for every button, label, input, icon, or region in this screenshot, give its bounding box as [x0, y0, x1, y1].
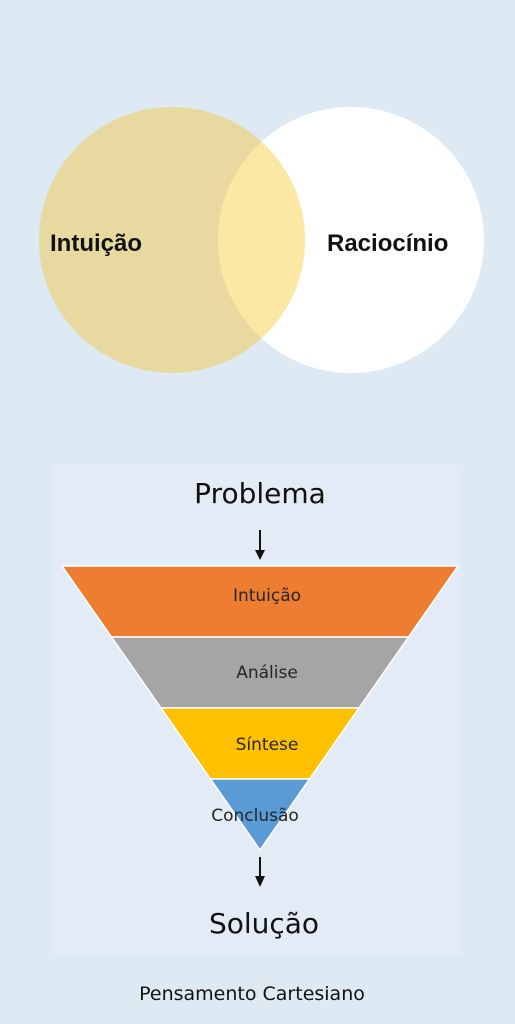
problem-label: Problema — [194, 477, 326, 510]
funnel-stage-conclusao — [209, 778, 311, 852]
funnel-stage-label-sintese: Síntese — [236, 735, 299, 755]
arrow-down-top-icon — [255, 530, 265, 560]
arrow-down-bottom-icon — [255, 857, 265, 887]
venn-diagram: Intuição Raciocínio — [39, 107, 484, 373]
funnel-stage-label-conclusao: Conclusão — [211, 806, 299, 826]
caption-pensamento-cartesiano: Pensamento Cartesiano — [139, 983, 365, 1005]
venn-overlap-region — [218, 107, 305, 373]
solution-label: Solução — [209, 907, 319, 940]
funnel-diagram: Problema IntuiçãoAnáliseSínteseConclusão… — [52, 465, 462, 955]
funnel-stage-label-analise: Análise — [236, 663, 298, 683]
funnel-stage-label-intuicao: Intuição — [233, 586, 301, 606]
venn-label-raciocinio: Raciocínio — [327, 230, 448, 257]
venn-label-intuicao: Intuição — [50, 230, 142, 257]
